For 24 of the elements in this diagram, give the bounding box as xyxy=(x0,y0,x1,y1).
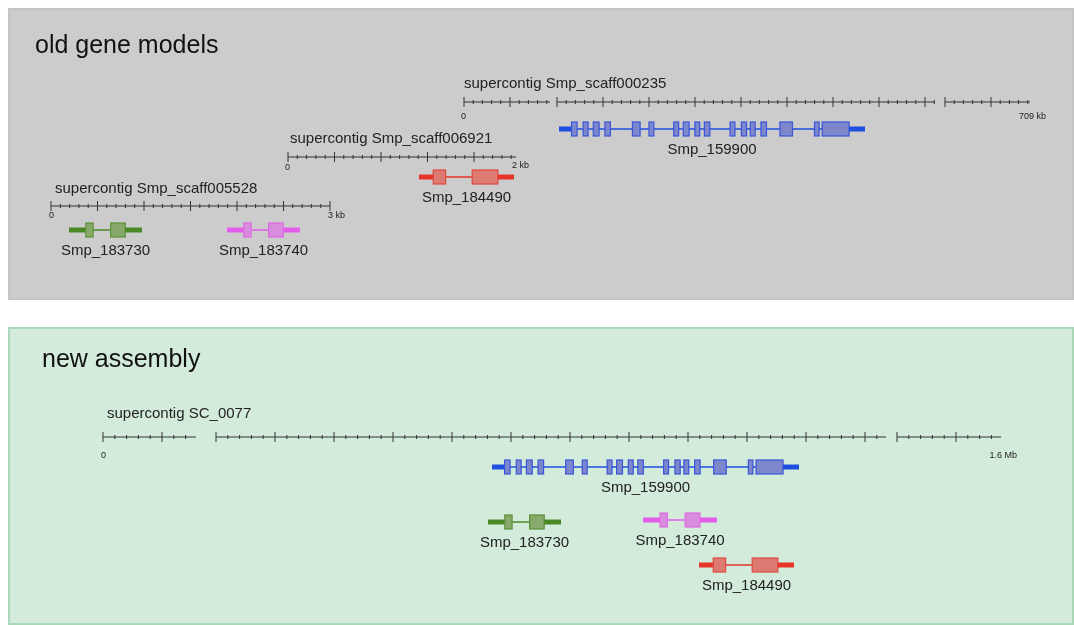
track-panel xyxy=(8,8,1074,300)
gene-name: Smp_183740 xyxy=(217,241,310,258)
scale-label: 1.6 Mb xyxy=(989,450,1017,460)
scale-label: 0 xyxy=(49,210,54,220)
scale-label: 0 xyxy=(101,450,106,460)
gene-name: Smp_159900 xyxy=(599,478,692,495)
track-panel xyxy=(8,327,1074,625)
scale-label: 709 kb xyxy=(1018,111,1046,121)
panel-title: old gene models xyxy=(35,30,219,59)
scale-label: 2 kb xyxy=(512,160,529,170)
gene-name: Smp_183740 xyxy=(634,531,726,548)
scale-label: 0 xyxy=(285,162,290,172)
gene-name: Smp_184490 xyxy=(420,188,513,205)
track-title: supercontig Smp_scaff000235 xyxy=(464,74,667,91)
track-title: supercontig Smp_scaff005528 xyxy=(55,179,258,196)
gene-name: Smp_183730 xyxy=(59,241,152,258)
gene-name: Smp_159900 xyxy=(666,140,758,157)
panel-title: new assembly xyxy=(42,344,201,373)
gene-name: Smp_184490 xyxy=(700,576,793,593)
gene-name: Smp_183730 xyxy=(478,533,571,550)
scale-label: 0 xyxy=(461,111,466,121)
track-title: supercontig SC_0077 xyxy=(107,404,252,421)
track-title: supercontig Smp_scaff006921 xyxy=(290,129,493,146)
scale-label: 3 kb xyxy=(328,210,345,220)
